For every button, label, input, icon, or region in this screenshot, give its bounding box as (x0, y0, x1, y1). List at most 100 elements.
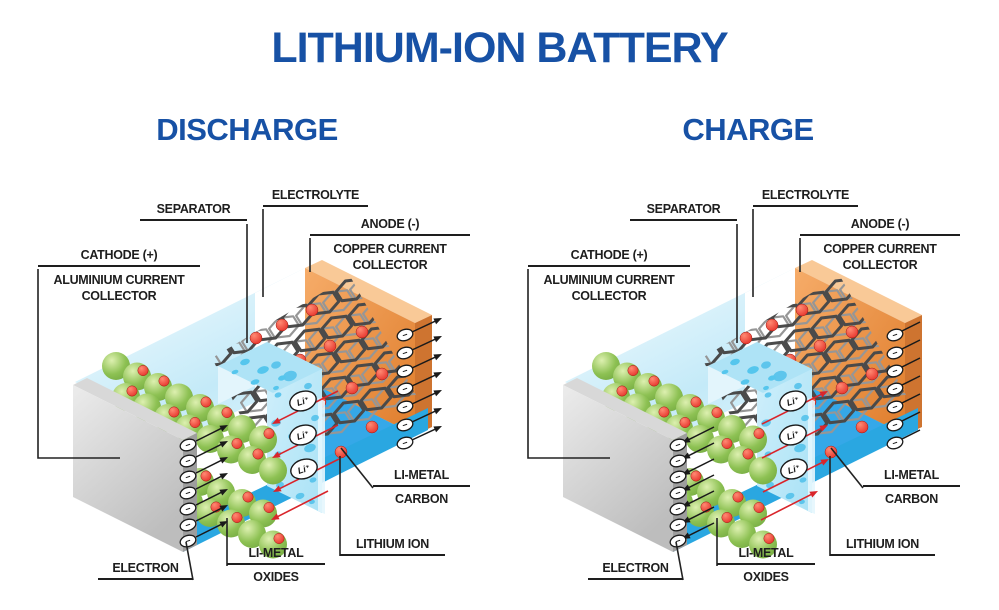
cathode-label: CATHODE (+) (38, 248, 200, 267)
electron-icon: − (669, 534, 687, 548)
electron-icon: − (669, 438, 687, 452)
electron-icon: − (396, 328, 414, 342)
svg-text:Li⁺: Li⁺ (785, 428, 800, 442)
battery-art-charge: −−−−−−−Li⁺Li⁺Li⁺−−−−−−− (527, 209, 922, 581)
electrolyte-label: ELECTROLYTE (753, 188, 858, 207)
svg-text:−: − (674, 439, 682, 450)
electrolyte-label: ELECTROLYTE (263, 188, 368, 207)
electron-icon: − (179, 518, 197, 532)
lithium-ion-flow: Li⁺Li⁺Li⁺ (760, 390, 829, 521)
cathode-label: CATHODE (+) (528, 248, 690, 267)
electron-icon: − (396, 382, 414, 396)
svg-text:−: − (891, 437, 899, 448)
lithium-ion-flow: Li⁺ Li⁺ Li⁺ (271, 390, 340, 520)
electron-symbols-aluminium: − − − − − − − (179, 425, 228, 548)
aluminium-collector-label: ALUMINIUM CURRENT (53, 273, 185, 287)
svg-text:−: − (891, 329, 899, 340)
copper-collector-label: COPPER CURRENT (333, 242, 447, 256)
separator-label: SEPARATOR (140, 202, 247, 221)
svg-text:−: − (401, 401, 409, 412)
electron-icon: − (886, 346, 904, 360)
limetal-carbon-label: LI-METAL (373, 468, 470, 487)
electron-icon: − (669, 502, 687, 516)
limetal-oxides-label: LI-METAL (717, 546, 815, 565)
electron-symbols-copper: − − − − − − − (396, 318, 442, 450)
lithium-ion-icon: Li⁺ (290, 458, 318, 480)
electron-icon: − (886, 364, 904, 378)
svg-text:−: − (891, 419, 899, 430)
svg-text:−: − (184, 503, 192, 514)
electron-icon: − (396, 436, 414, 450)
separator-strip (808, 398, 815, 514)
lithium-ion-label: LITHIUM ION (830, 537, 935, 556)
limetal-carbon-label-2: CARBON (394, 492, 449, 506)
limetal-oxides-label: LI-METAL (227, 546, 325, 565)
electron-icon: − (179, 486, 197, 500)
svg-text:−: − (891, 401, 899, 412)
limetal-oxides-label-2: OXIDES (743, 570, 789, 584)
aluminium-collector-label-2: COLLECTOR (81, 289, 157, 303)
electron-icon: − (669, 518, 687, 532)
electron-icon: − (179, 438, 197, 452)
svg-text:−: − (674, 487, 682, 498)
copper-collector-label: COPPER CURRENT (823, 242, 937, 256)
electron-icon: − (396, 346, 414, 360)
electron-icon: − (179, 502, 197, 516)
svg-text:−: − (674, 455, 682, 466)
electron-symbols-copper: − − − − − − − (886, 321, 921, 450)
electron-icon: − (669, 470, 687, 484)
electron-symbols-aluminium: − − − − − − − (669, 426, 715, 548)
svg-text:Li⁺: Li⁺ (295, 428, 310, 442)
lithium-ion-icon: Li⁺ (779, 390, 807, 412)
svg-text:−: − (674, 519, 682, 530)
svg-text:−: − (184, 455, 192, 466)
lithium-ion-label: LITHIUM ION (340, 537, 445, 556)
svg-text:−: − (401, 383, 409, 394)
svg-text:Li⁺: Li⁺ (785, 394, 800, 408)
electron-icon: − (396, 418, 414, 432)
electron-icon: − (886, 328, 904, 342)
aluminium-collector-label: ALUMINIUM CURRENT (543, 273, 675, 287)
svg-text:Li⁺: Li⁺ (296, 462, 311, 476)
separator-label: SEPARATOR (630, 202, 737, 221)
svg-text:−: − (401, 329, 409, 340)
svg-text:−: − (891, 347, 899, 358)
limetal-carbon-label-2: CARBON (884, 492, 939, 506)
electron-icon: − (886, 418, 904, 432)
electron-icon: − (179, 470, 197, 484)
heading-charge: CHARGE (682, 112, 814, 147)
anode-label: ANODE (-) (800, 217, 960, 236)
electron-icon: − (886, 400, 904, 414)
svg-text:−: − (184, 519, 192, 530)
svg-text:−: − (401, 347, 409, 358)
label-connectors (37, 209, 374, 581)
electron-icon: − (396, 364, 414, 378)
electron-icon: − (396, 400, 414, 414)
electron-label: ELECTRON (588, 561, 683, 580)
svg-text:−: − (401, 437, 409, 448)
electron-icon: − (886, 436, 904, 450)
electron-icon: − (179, 534, 197, 548)
limetal-carbon-label: LI-METAL (863, 468, 960, 487)
svg-text:−: − (401, 365, 409, 376)
anode-label: ANODE (-) (310, 217, 470, 236)
electron-icon: − (179, 454, 197, 468)
battery-art-discharge: − − − − − − − Li⁺ Li⁺ Li⁺ − − − − − − − (37, 209, 442, 581)
copper-collector-label-2: COLLECTOR (842, 258, 918, 272)
copper-collector-label-2: COLLECTOR (352, 258, 428, 272)
svg-text:−: − (184, 487, 192, 498)
svg-text:−: − (184, 471, 192, 482)
svg-text:−: − (674, 471, 682, 482)
lithium-ion-icon: Li⁺ (289, 424, 317, 446)
lithium-ion-icon: Li⁺ (779, 424, 807, 446)
charge-diagram: −−−−−−−Li⁺Li⁺Li⁺−−−−−−− SEPARATOR ELECTR… (510, 180, 990, 610)
electron-icon: − (669, 486, 687, 500)
heading-discharge: DISCHARGE (156, 112, 338, 147)
limetal-oxides-label-2: OXIDES (253, 570, 299, 584)
svg-text:−: − (674, 535, 682, 546)
svg-text:−: − (674, 503, 682, 514)
svg-text:Li⁺: Li⁺ (295, 394, 310, 408)
svg-text:−: − (891, 383, 899, 394)
svg-text:−: − (184, 535, 192, 546)
svg-text:−: − (401, 419, 409, 430)
